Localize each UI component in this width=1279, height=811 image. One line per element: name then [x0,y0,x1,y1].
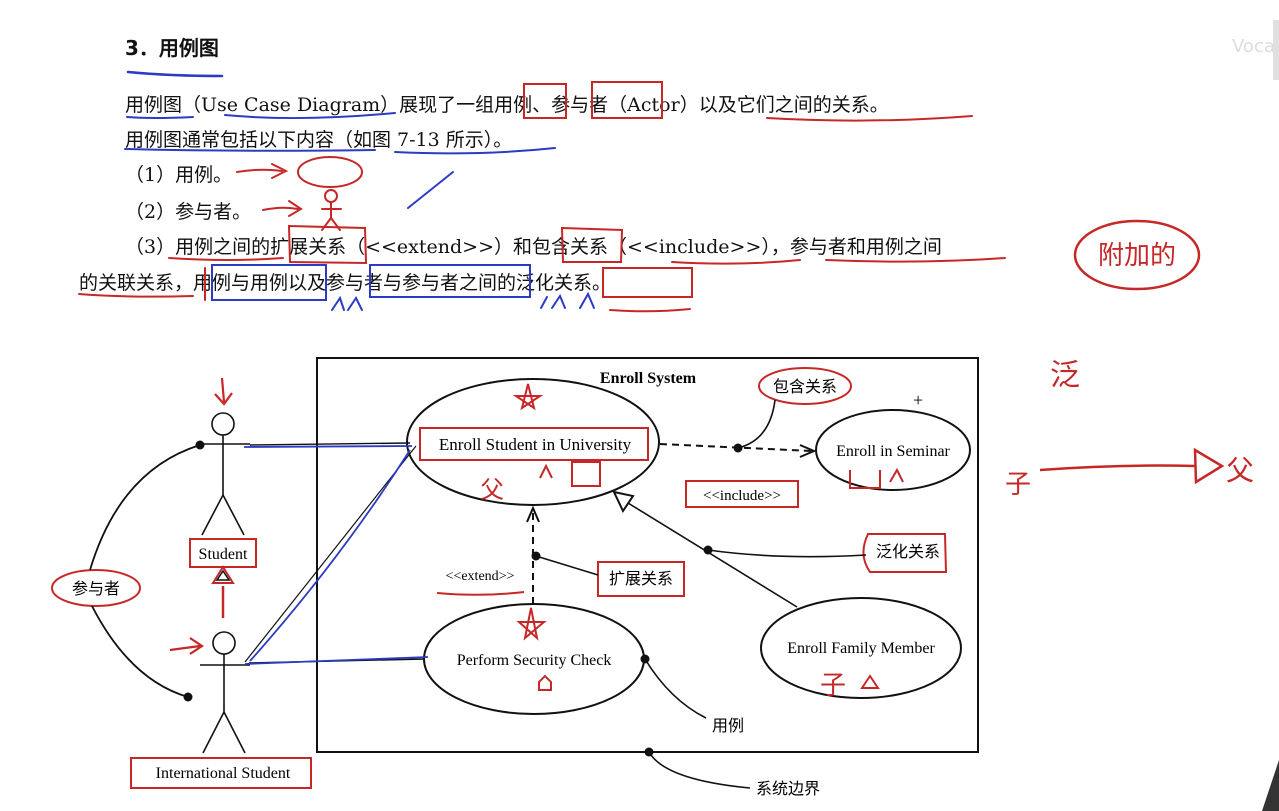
use-case-enroll-university: Enroll Student in University [406,378,660,506]
red-pointer-arrows [169,377,233,655]
callout-generalization: 泛化关系 [703,533,948,573]
callout-actor-text: 参与者 [72,579,120,598]
callout-actor: 参与者 [51,440,205,702]
circled-note: 附加的 [1073,219,1201,291]
callout-generalization-text: 泛化关系 [876,542,940,561]
include-stereotype: <<include>> [703,488,781,504]
actor-international-label: International Student [156,765,291,782]
red-hand-marks: 父 子 [480,383,904,701]
actor-student [196,412,250,536]
paragraph-4: （2）参与者。 [125,201,252,223]
system-title: Enroll System [600,370,697,387]
callout-system-boundary: 系统边界 [644,747,820,798]
paragraph-1: 用例图（Use Case Diagram）展现了一组用例、参与者（Actor）以… [125,94,889,116]
text-annotations [78,70,1006,313]
margin-parent: 父 [1226,454,1254,487]
plus-mark: + [913,390,923,410]
extend-relation: <<extend>> [436,505,540,604]
watermark-text: Vocal [1232,36,1279,57]
international-label-box [130,757,312,789]
callout-extend: 扩展关系 [531,551,685,597]
generalization-relation [612,490,798,608]
use-case-label: Enroll Family Member [787,640,935,657]
callout-use-case-text: 用例 [712,716,744,735]
use-case-enroll-seminar: Enroll in Seminar [815,409,971,491]
callout-include-text: 包含关系 [773,377,837,396]
father-mark-university: 父 [480,476,504,504]
actor-generalization [211,565,235,618]
callout-system-boundary-text: 系统边界 [756,779,820,798]
paragraph-3: （1）用例。 [125,164,233,186]
paragraph-5: （3）用例之间的扩展关系（<<extend>>）和包含关系（<<include>… [125,236,942,258]
use-case-label: Enroll Student in University [439,435,632,454]
corner-shadow [1262,760,1279,811]
circled-note-text: 附加的 [1098,241,1176,271]
use-case-label: Enroll in Seminar [836,443,950,460]
paragraph-2: 用例图通常包括以下内容（如图 7-13 所示）。 [125,129,513,151]
section-heading: 3．用例图 [125,36,219,60]
use-case-label: Perform Security Check [457,652,612,669]
margin-char: 泛 [1050,358,1080,393]
associations [243,442,429,665]
scroll-edge [1273,20,1279,80]
actor-student-label: Student [199,546,248,563]
use-case-family-member: Enroll Family Member [760,597,962,699]
actor-international-student [200,631,250,754]
child-mark-family: 子 [820,671,846,701]
callout-use-case: 用例 [640,654,744,735]
include-relation: <<include>> [659,443,817,508]
margin-generalization-note: 泛 子 父 [1005,358,1254,500]
callout-include: 包含关系 [733,367,852,453]
margin-child: 子 [1005,470,1031,500]
callout-extend-text: 扩展关系 [609,569,673,588]
extend-stereotype: <<extend>> [446,569,515,584]
